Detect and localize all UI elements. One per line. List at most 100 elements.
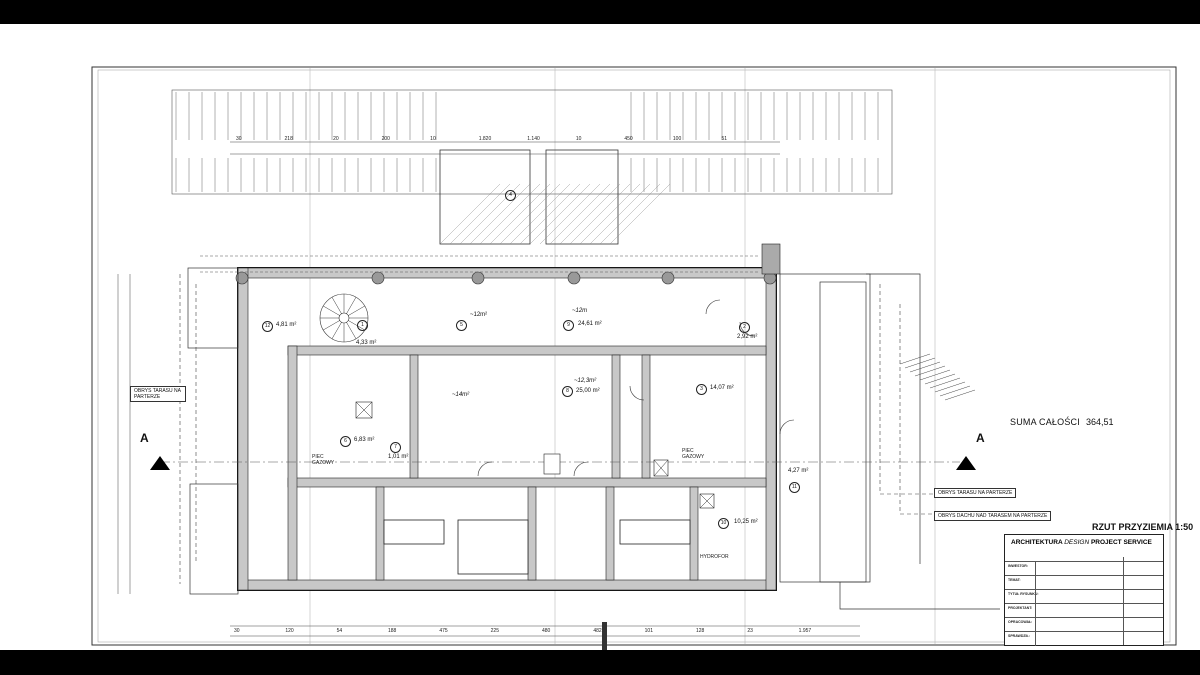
room-area: 4,33 m²: [356, 340, 377, 346]
hatch-stroke: [529, 183, 591, 245]
hatch-stroke: [579, 183, 641, 245]
dimension-label: 120: [285, 628, 294, 634]
dimension-label: 128: [696, 628, 705, 634]
handwritten-area: ~12m: [572, 308, 588, 314]
section-label-right: A: [976, 431, 985, 445]
hatch-stroke: [489, 183, 551, 245]
dimension-label: 475: [439, 628, 448, 634]
stair-step: [924, 373, 956, 385]
dimension-label: 100: [672, 136, 682, 142]
stair-step: [348, 305, 365, 316]
note-terrace-left: OBRYS TARASU NA PARTERZE: [130, 386, 186, 402]
stair-step: [929, 377, 961, 389]
sheet-border: [91, 66, 1177, 646]
room-number: 11: [789, 482, 800, 493]
spiral-stair-steps: [320, 294, 368, 342]
hatch-stroke: [509, 183, 571, 245]
dimension-label: 200: [381, 136, 390, 142]
stair-step: [346, 297, 357, 314]
stair-step: [331, 297, 342, 314]
room-area: 6,83 m²: [354, 437, 375, 443]
hatch-stroke: [549, 183, 611, 245]
room-number: 2: [739, 322, 750, 333]
hatch-stroke: [479, 183, 541, 245]
title-block-row-label: TYTUŁ RYSUNKU:: [1008, 592, 1039, 596]
stair-step: [944, 389, 976, 401]
dimension-label: 1.820: [478, 136, 492, 142]
hatch-stroke: [599, 183, 661, 245]
plan-title: RZUT PRZYZIEMIA 1:50: [1092, 522, 1194, 532]
entrance-stairs-right: [545, 149, 619, 245]
title-block-row-label: INWESTOR:: [1008, 564, 1028, 568]
note-terrace-right: OBRYS TARASU NA PARTERZE: [934, 488, 1017, 498]
title-block-row: TYTUŁ RYSUNKU:: [1005, 589, 1163, 604]
stair-step: [909, 361, 941, 373]
title-block: ARCHITEKTURA DESIGN PROJECT SERVICE INWE…: [1004, 534, 1164, 646]
dimension-label: 51: [721, 136, 728, 142]
floor-plan-drawing: [91, 66, 1177, 650]
room-number: 7: [390, 442, 401, 453]
hatch-stroke: [559, 183, 621, 245]
dimension-label: 480: [542, 628, 551, 634]
axis-marker: [602, 622, 607, 650]
title-block-row-label: TEMAT:: [1008, 578, 1021, 582]
dimension-label: 101: [644, 628, 653, 634]
title-block-row-label: OPRACOWAŁ:: [1008, 620, 1033, 624]
section-marker-left: [150, 456, 170, 470]
room-number: 9: [563, 320, 574, 331]
hatch-stroke: [569, 183, 631, 245]
fixture-crosses: [355, 401, 715, 509]
room-area: 10,25 m²: [734, 519, 758, 525]
dimension-lines: [117, 141, 860, 637]
title-block-row: PROJEKTANT:: [1005, 603, 1163, 618]
section-label-left: A: [140, 431, 149, 445]
cross-hatch: [439, 183, 671, 245]
dimension-label: 23: [747, 628, 753, 634]
drawing-sheet: SUMA CAŁOŚCI 364,51 A A RZUT PRZYZIEMIA …: [0, 24, 1200, 650]
boiler-label: PIEC GAZOWY: [312, 454, 335, 466]
room-area: 25,00 m²: [576, 388, 600, 394]
title-block-row-label: PROJEKTANT:: [1008, 606, 1033, 610]
stair-step: [331, 322, 342, 339]
dimension-label: 1.957: [798, 628, 812, 634]
stairs-right: [899, 353, 976, 401]
room-number: 8: [562, 386, 573, 397]
room-number: 12: [262, 321, 273, 332]
sheet-inner-border: [97, 69, 1171, 643]
left-wing: [187, 267, 239, 595]
hatch-stroke: [449, 183, 511, 245]
stair-step: [914, 365, 946, 377]
level-lines: [200, 255, 760, 273]
stair-step: [939, 385, 971, 397]
total-area-label: SUMA CAŁOŚCI: [1010, 417, 1080, 427]
stair-step: [919, 369, 951, 381]
stair-step: [899, 353, 931, 365]
hatch-stroke: [469, 183, 531, 245]
walls: [237, 267, 777, 591]
column: [471, 271, 485, 285]
dimension-label: 54: [336, 628, 343, 634]
hatch-stroke: [589, 183, 651, 245]
room-area: 14,07 m²: [710, 385, 734, 391]
stair-step: [934, 381, 966, 393]
room-area: ~12m²: [470, 312, 488, 318]
dimension-label: 225: [490, 628, 499, 634]
fold-lines: [309, 68, 936, 644]
stair-step: [323, 320, 340, 331]
entrance-stairs: [439, 149, 531, 245]
hatch-stroke: [519, 183, 581, 245]
dimension-label: 482: [593, 628, 602, 634]
room-number: 10: [718, 518, 729, 529]
hatch-stroke: [439, 183, 501, 245]
title-block-row: OPRACOWAŁ:: [1005, 617, 1163, 632]
column: [567, 271, 581, 285]
boiler-label: PIEC GAZOWY: [682, 448, 705, 460]
room-area: 2,92 m²: [737, 334, 758, 340]
title-block-row: TEMAT:: [1005, 575, 1163, 590]
room-number: 6: [340, 436, 351, 447]
title-block-row: INWESTOR:: [1005, 561, 1163, 576]
dimension-label: 188: [388, 628, 397, 634]
dimension-label: 20: [333, 136, 339, 142]
dimension-label: 218: [284, 136, 293, 142]
dimension-label: 30: [236, 136, 242, 142]
